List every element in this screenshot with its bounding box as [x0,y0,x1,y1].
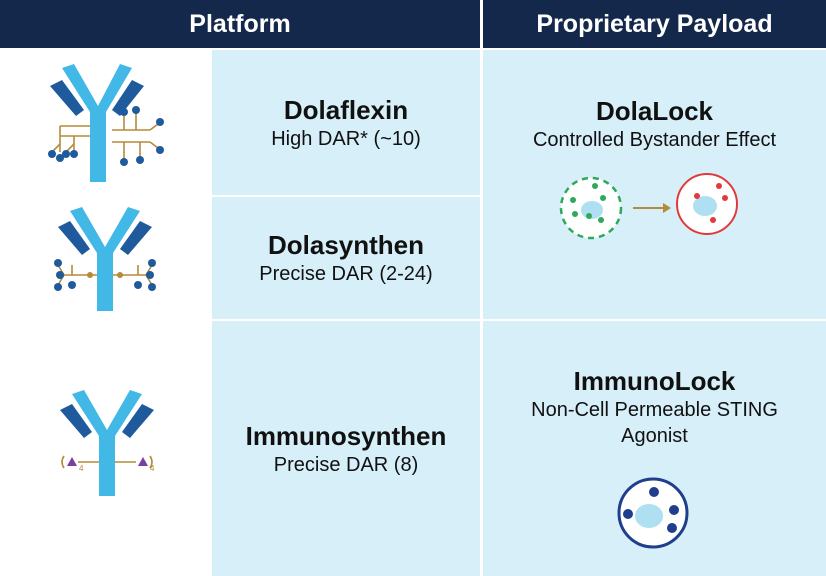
payload-header-label: Proprietary Payload [536,9,773,38]
platform-header: Platform [0,0,480,48]
immunosynthen-name: Immunosynthen [245,420,447,451]
dolalock-detail: Controlled Bystander Effect [532,129,777,151]
antibody-icon: 4 4 [60,390,155,496]
dolasynthen-detail: Precise DAR (2-24) [259,263,433,285]
bystander-cell-icon [559,173,738,240]
immunolock-detail-2: Agonist [621,425,688,447]
antibody-icon [54,207,156,311]
immunosynthen-cell: Immunosynthen Precise DAR (8) [212,321,480,576]
dolasynthen-name: Dolasynthen [267,230,425,260]
dolasynthen-cell: Dolasynthen Precise DAR (2-24) [212,197,480,319]
dolalock-cell: DolaLock Controlled Bystander Effect [483,50,826,319]
dolaflexin-cell: Dolaflexin High DAR* (~10) [212,50,480,195]
immunolock-name: ImmunoLock [573,366,736,396]
dolaflexin-detail: High DAR* (~10) [271,127,421,150]
immunolock-cell: ImmunoLock Non-Cell Permeable STING Agon… [483,321,826,576]
subscript-left: 4 [79,464,84,473]
subscript-right: 4 [150,464,155,473]
dolalock-name: DolaLock [595,96,714,126]
cell-icon [617,477,689,549]
dolaflexin-name: Dolaflexin [283,94,409,125]
payload-header: Proprietary Payload [483,0,826,48]
antibody-icon [48,64,164,182]
platform-header-label: Platform [189,9,291,38]
immunosynthen-detail: Precise DAR (8) [273,453,419,476]
immunolock-detail-1: Non-Cell Permeable STING [531,399,778,421]
